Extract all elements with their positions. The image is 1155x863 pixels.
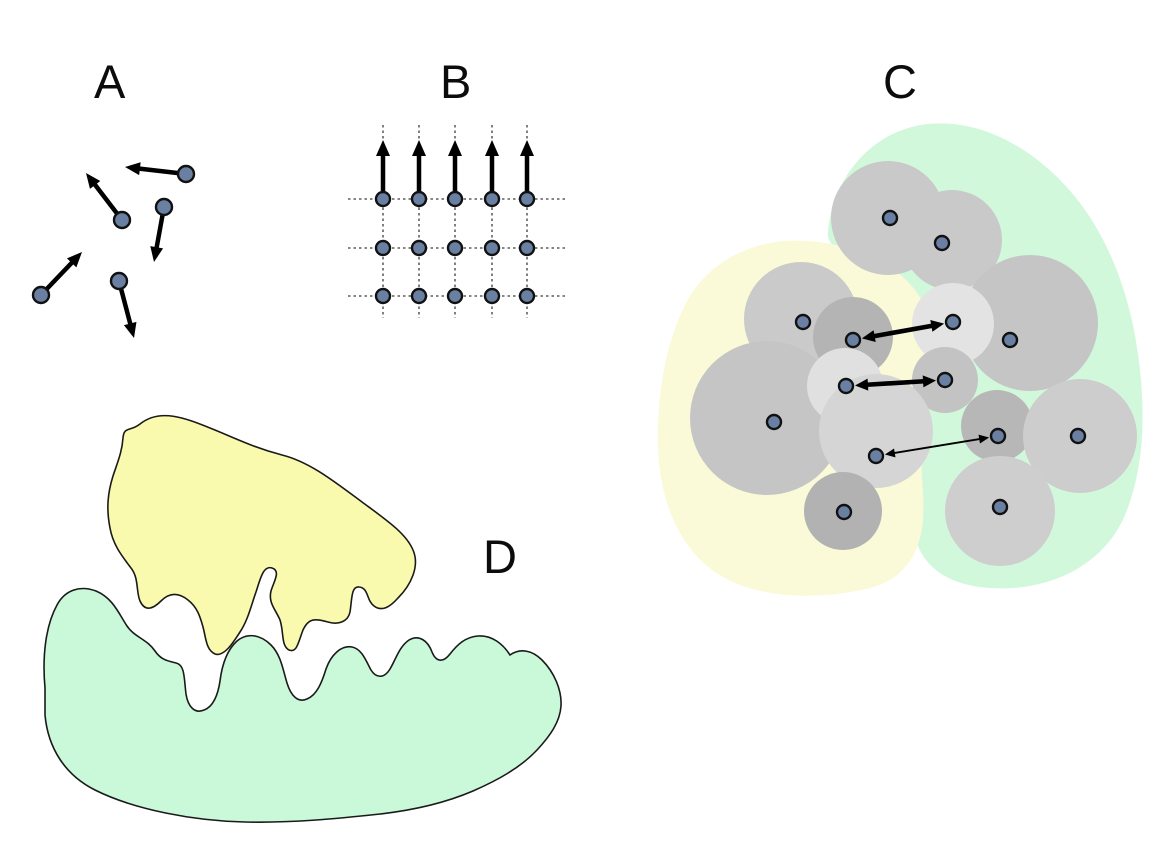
point-dot bbox=[867, 447, 885, 465]
grid-dot bbox=[410, 190, 428, 208]
grid-dot bbox=[374, 239, 392, 257]
grid-arrow-head bbox=[485, 140, 499, 156]
point-dot bbox=[835, 503, 853, 521]
grid-dot bbox=[518, 287, 536, 305]
panel-a-label: A bbox=[94, 55, 126, 108]
panel-c-label: C bbox=[883, 55, 917, 108]
point-dot bbox=[936, 371, 954, 389]
grid-dot bbox=[483, 287, 501, 305]
point-dot bbox=[1069, 427, 1087, 445]
link-arrow-head bbox=[884, 448, 896, 458]
yellow-blob bbox=[107, 414, 417, 656]
point-dot bbox=[837, 377, 855, 395]
vector-arrow-head bbox=[125, 162, 141, 176]
grid-dot bbox=[446, 239, 464, 257]
link-arrow-shaft bbox=[869, 322, 937, 340]
link-arrow-head bbox=[930, 319, 945, 332]
point-dot bbox=[881, 209, 899, 227]
cluster-circle bbox=[961, 390, 1033, 462]
grid-dot bbox=[446, 190, 464, 208]
vector-arrow-head bbox=[150, 246, 164, 262]
link-arrow-shaft bbox=[862, 378, 929, 388]
point-dot bbox=[989, 427, 1007, 445]
grid-dot bbox=[374, 190, 392, 208]
point-dot bbox=[991, 498, 1009, 516]
grid-dot bbox=[483, 239, 501, 257]
grid-dot bbox=[410, 239, 428, 257]
link-arrow-head bbox=[978, 434, 990, 444]
link-arrow-shaft bbox=[890, 437, 984, 455]
cluster-circle bbox=[902, 190, 1002, 290]
point-dot bbox=[933, 234, 951, 252]
link-arrow-head bbox=[861, 330, 876, 343]
vector-arrow-head bbox=[66, 252, 82, 268]
vector-arrow-head bbox=[123, 321, 137, 338]
panel-d-label: D bbox=[483, 530, 517, 583]
point-dot bbox=[765, 413, 783, 431]
vector-dot bbox=[109, 271, 129, 291]
link-arrow-head bbox=[854, 378, 869, 391]
point-dot bbox=[1001, 331, 1019, 349]
vector-dot bbox=[112, 210, 132, 230]
grid-arrow-head bbox=[520, 140, 534, 156]
grid-dot bbox=[518, 190, 536, 208]
point-dot bbox=[944, 313, 962, 331]
grid-dot bbox=[374, 287, 392, 305]
green-blob bbox=[43, 587, 562, 823]
panel-b-label: B bbox=[440, 55, 472, 108]
point-dot bbox=[794, 313, 812, 331]
grid-dot bbox=[446, 287, 464, 305]
vector-dot bbox=[31, 285, 51, 305]
grid-dot bbox=[483, 190, 501, 208]
vector-arrow-head bbox=[86, 173, 101, 189]
link-arrow-head bbox=[922, 375, 937, 388]
grid-arrow-head bbox=[412, 140, 426, 156]
vector-dot bbox=[176, 164, 196, 184]
cluster-circle bbox=[962, 255, 1098, 391]
grid-dot bbox=[518, 239, 536, 257]
vector-dot bbox=[154, 197, 174, 217]
grid-arrow-head bbox=[376, 140, 390, 156]
grid-arrow-head bbox=[448, 140, 462, 156]
cluster-circle bbox=[819, 374, 933, 488]
grid-dot bbox=[410, 287, 428, 305]
point-dot bbox=[844, 331, 862, 349]
